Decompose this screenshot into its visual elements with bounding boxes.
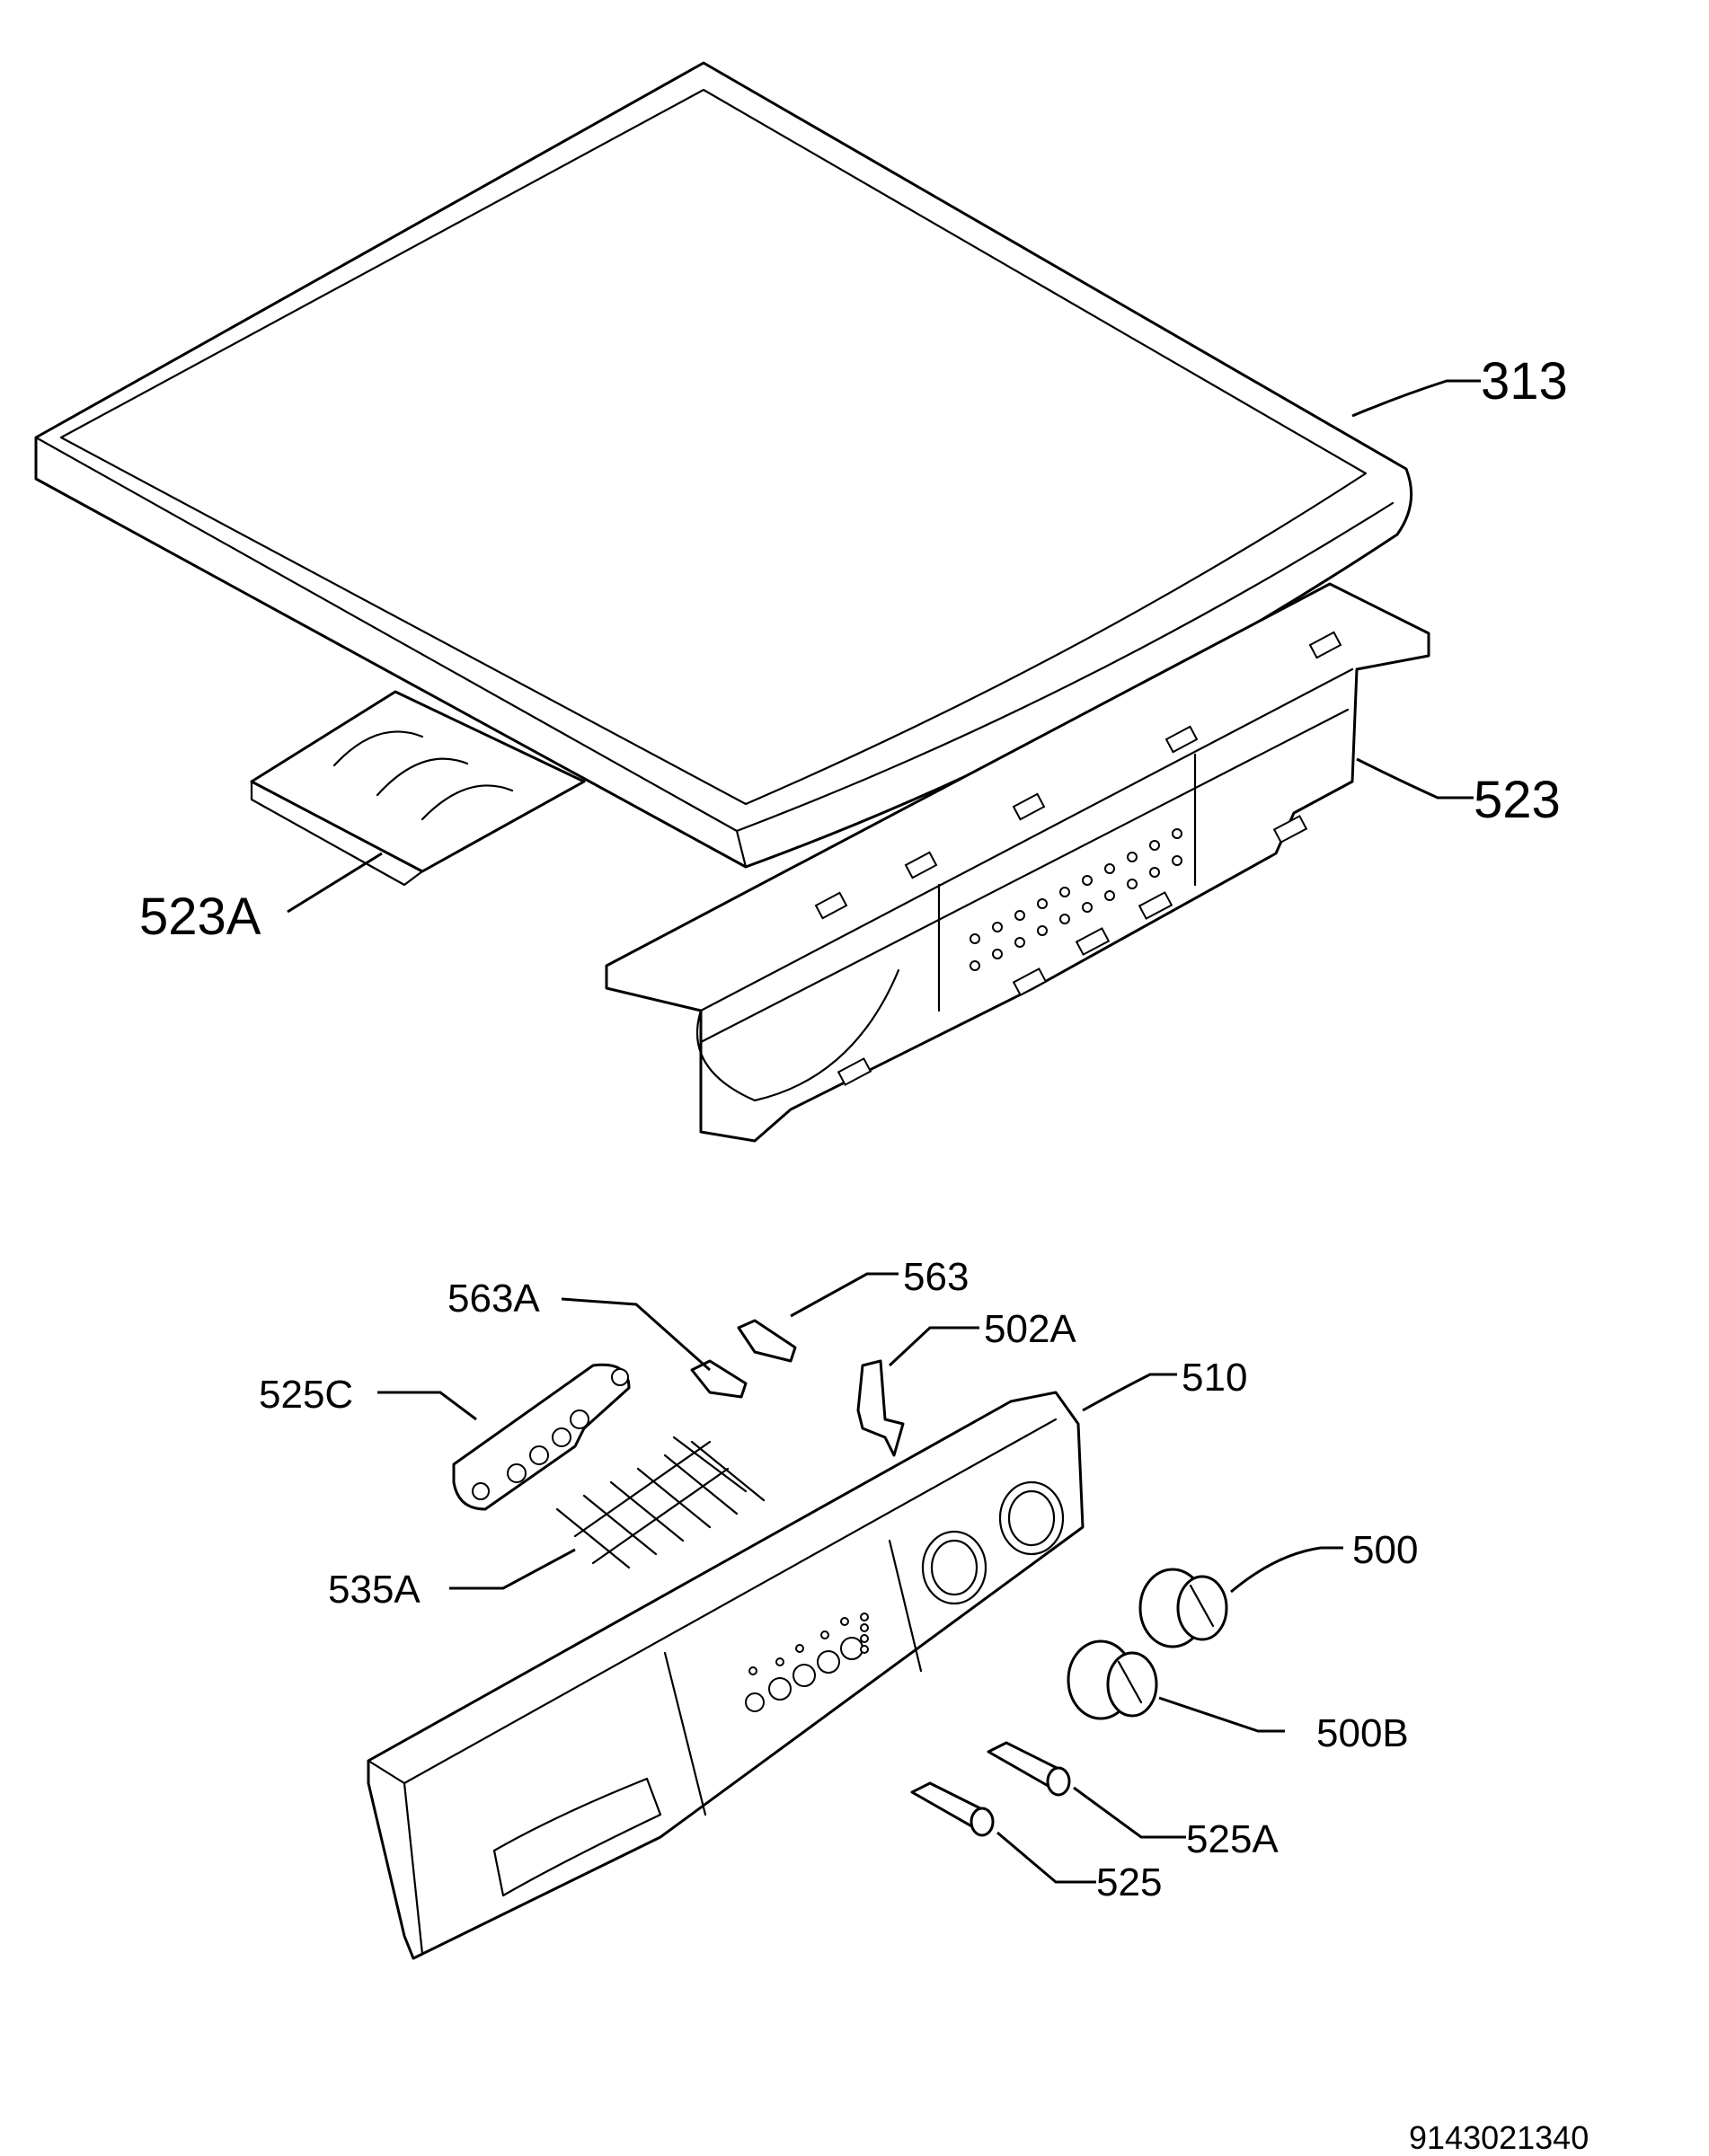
rail-vent-grid [970, 828, 1182, 971]
selector-shaft-502a [856, 1359, 905, 1457]
callout-labels: 313 523 523A 563A 563 502A 510 525C 535A… [139, 352, 1568, 1904]
callout-535a: 535A [328, 1568, 421, 1612]
rail-bracket-523a [250, 690, 586, 887]
callout-500: 500 [1352, 1528, 1418, 1572]
callout-502a: 502A [984, 1307, 1076, 1351]
panel-button-holes [745, 1613, 869, 1712]
control-panel-rail-523 [605, 582, 1430, 1143]
knob-main-500 [1138, 1568, 1228, 1648]
callout-525: 525 [1096, 1860, 1162, 1904]
front-panel-510 [367, 1391, 1085, 1960]
callout-500b: 500B [1316, 1711, 1409, 1755]
button-long-525a [987, 1741, 1071, 1797]
light-holder-563a [690, 1359, 748, 1399]
knob-secondary-500b [1067, 1639, 1158, 1720]
leader-lines [287, 379, 1481, 1884]
button-support-525c [452, 1363, 631, 1511]
button-rods-535a [555, 1436, 766, 1569]
callout-563a: 563A [447, 1277, 540, 1321]
callout-525c: 525C [259, 1373, 353, 1417]
callout-563: 563 [903, 1255, 969, 1299]
callout-523: 523 [1474, 771, 1561, 829]
callout-510: 510 [1182, 1356, 1247, 1400]
light-pipe-563 [737, 1319, 797, 1363]
callout-523a: 523A [139, 888, 261, 946]
callout-313: 313 [1481, 352, 1568, 411]
button-short-525 [910, 1781, 995, 1837]
document-number: 9143021340 [1409, 2119, 1589, 2156]
callout-525a: 525A [1186, 1817, 1279, 1861]
